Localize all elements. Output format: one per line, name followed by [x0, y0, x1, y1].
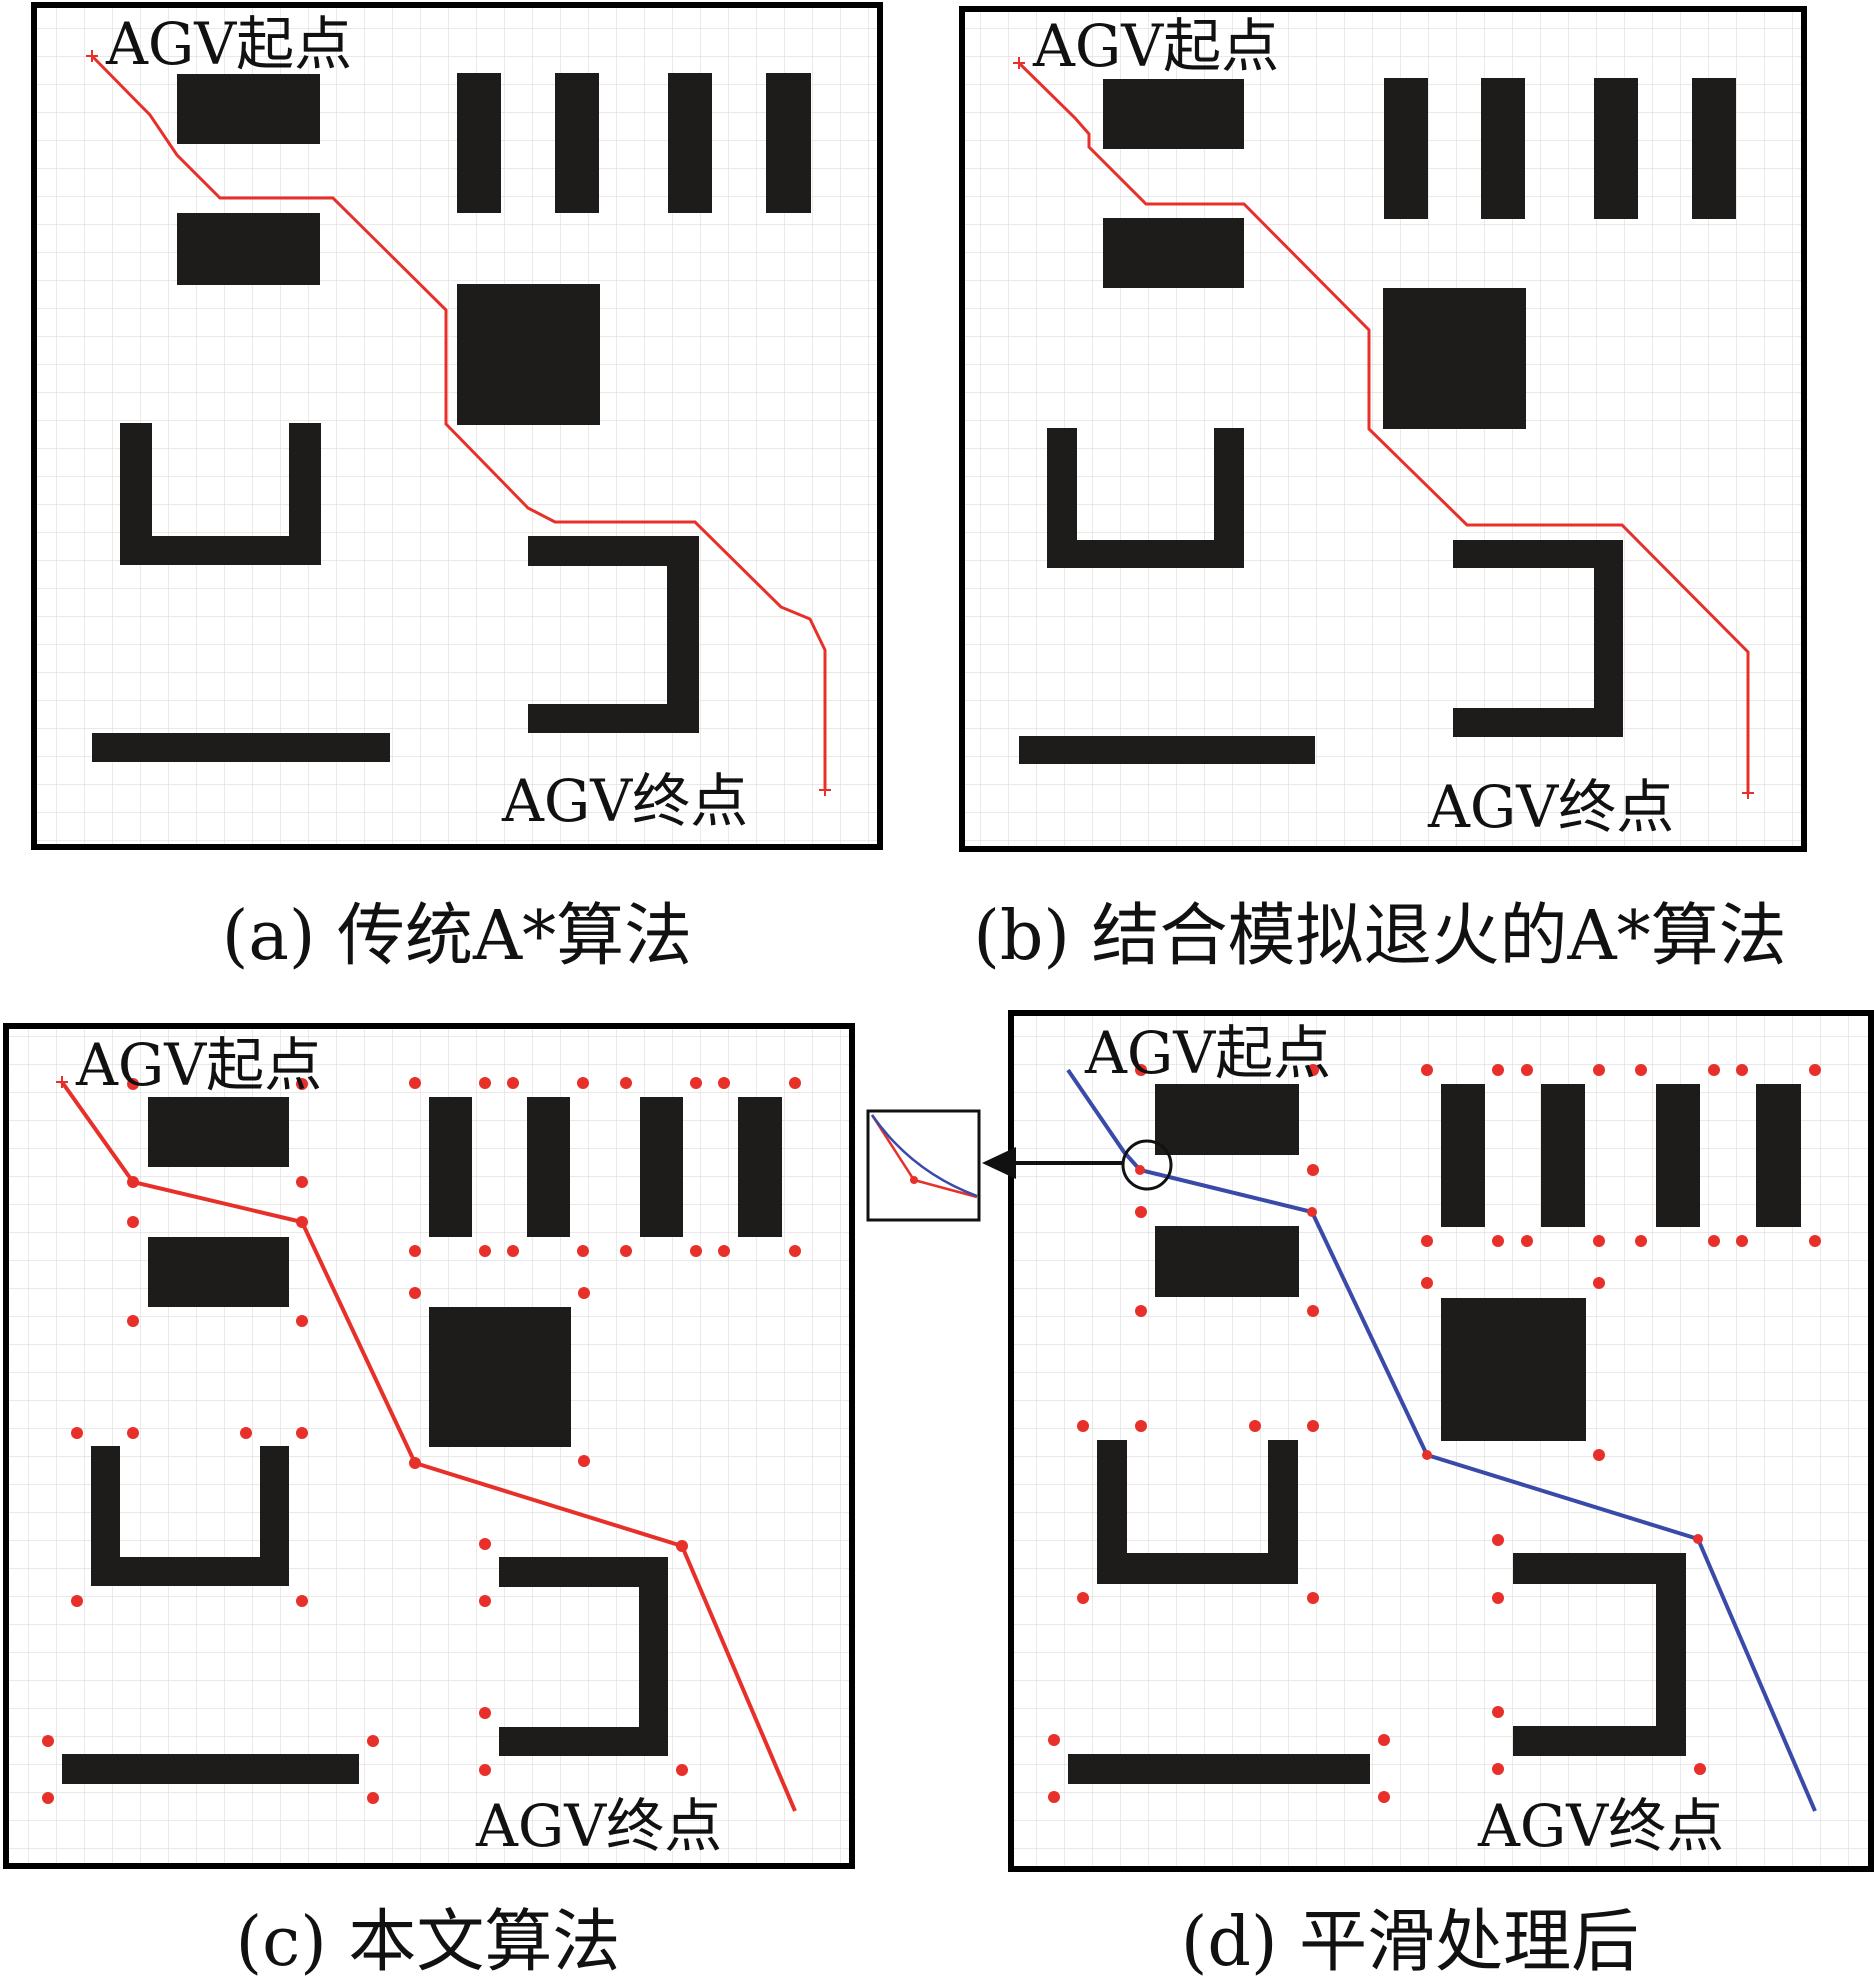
end-marker — [1742, 787, 1754, 799]
obstacle — [1692, 78, 1736, 219]
obstacle — [1756, 1084, 1801, 1227]
obstacle — [1155, 1084, 1299, 1155]
obstacle — [148, 1097, 289, 1167]
obstacle-corner-points — [42, 1077, 801, 1804]
obstacle — [668, 73, 712, 213]
obstacle — [1594, 78, 1638, 219]
obstacle — [148, 1237, 289, 1307]
obstacle — [429, 1307, 571, 1447]
obstacle — [766, 73, 811, 213]
obstacle-corner-points — [1048, 1064, 1821, 1803]
panel-d-frame — [1008, 1010, 1874, 1872]
obstacle — [1383, 288, 1526, 429]
obstacle-u-shape — [1047, 428, 1244, 568]
caption-d: (d) 平滑处理后 — [1181, 1903, 1639, 1982]
caption-c: (c) 本文算法 — [236, 1903, 621, 1982]
obstacle-u-shape — [120, 423, 321, 565]
end-label: AGV终点 — [1427, 773, 1674, 841]
inset-blue-path — [870, 1114, 978, 1198]
obstacle — [1481, 78, 1525, 219]
obstacle — [1068, 1754, 1370, 1784]
obstacle — [1656, 1084, 1700, 1227]
start-label: AGV起点 — [75, 1031, 322, 1099]
panel-c-frame — [3, 1023, 855, 1869]
key-nodes — [127, 1176, 688, 1552]
obstacle — [62, 1754, 359, 1784]
end-marker — [819, 784, 831, 796]
obstacle — [1155, 1226, 1299, 1297]
path-traditional-astar — [90, 54, 827, 790]
caption-b: (b) 结合模拟退火的A*算法 — [973, 897, 1786, 976]
obstacle — [555, 73, 599, 213]
obstacle — [738, 1097, 782, 1237]
obstacle — [640, 1097, 683, 1237]
panel-d-obstacles — [1068, 1084, 1801, 1784]
obstacle-u-shape — [1097, 1440, 1298, 1584]
start-label: AGV起点 — [1032, 12, 1279, 80]
key-nodes — [1135, 1165, 1703, 1544]
obstacle — [1019, 736, 1315, 764]
start-marker — [86, 50, 98, 62]
obstacle — [177, 213, 320, 285]
zoom-inset — [866, 1109, 981, 1222]
panel-b: AGV起点 AGV终点 — [959, 6, 1807, 852]
path-sa-astar — [1017, 61, 1750, 793]
start-marker — [1013, 57, 1025, 69]
panel-b-obstacles — [1019, 78, 1736, 764]
obstacle-bracket-shape — [1513, 1553, 1686, 1756]
panel-c-obstacles — [62, 1097, 782, 1784]
end-label: AGV终点 — [501, 767, 748, 835]
obstacle — [1441, 1298, 1586, 1441]
obstacle — [1103, 218, 1244, 288]
obstacle — [1541, 1084, 1585, 1227]
obstacle — [177, 74, 320, 144]
obstacle-bracket-shape — [499, 1557, 668, 1756]
start-label: AGV起点 — [1084, 1019, 1331, 1087]
obstacle — [429, 1097, 472, 1237]
obstacle — [1384, 78, 1428, 219]
obstacle — [92, 733, 390, 762]
arrow-left-icon — [982, 1147, 1122, 1179]
panel-c: AGV起点 AGV终点 — [3, 1023, 855, 1869]
panel-a: AGV起点 AGV终点 — [31, 2, 883, 850]
panel-a-obstacles — [92, 73, 811, 762]
obstacle — [457, 284, 600, 425]
panel-a-frame — [31, 2, 883, 850]
panel-b-frame — [959, 6, 1807, 852]
end-label: AGV终点 — [475, 1792, 722, 1860]
obstacle — [457, 73, 501, 213]
obstacle — [1103, 79, 1244, 149]
obstacle-u-shape — [91, 1446, 289, 1586]
caption-a: (a) 传统A*算法 — [222, 897, 692, 976]
start-label: AGV起点 — [105, 10, 352, 78]
path-proposed — [60, 1080, 797, 1812]
end-label: AGV终点 — [1477, 1792, 1724, 1860]
panel-d: AGV起点 AGV终点 — [1008, 1010, 1874, 1872]
obstacle — [1441, 1084, 1485, 1227]
zoom-circle-icon — [1121, 1139, 1173, 1191]
obstacle-bracket-shape — [528, 536, 699, 733]
obstacle — [527, 1097, 570, 1237]
start-marker — [56, 1076, 68, 1088]
obstacle-bracket-shape — [1453, 540, 1623, 737]
